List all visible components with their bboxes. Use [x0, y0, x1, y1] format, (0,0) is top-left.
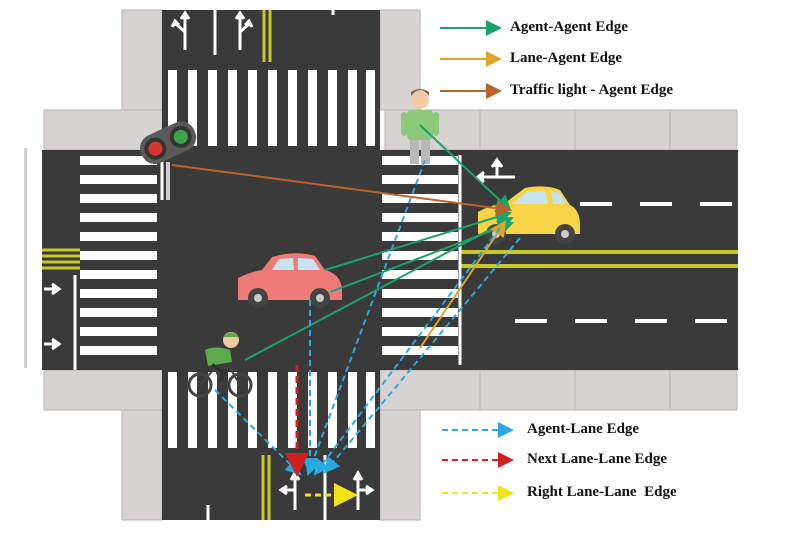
legend-lane-agent-label: Lane-Agent Edge: [510, 50, 623, 66]
legend-right-lane-lane-label: Right Lane-Lane Edge: [527, 484, 677, 500]
traffic-light-icon: [24, 121, 197, 368]
legend-agent-agent-label: Agent-Agent Edge: [510, 19, 628, 35]
arrow-south-right-icon: [352, 469, 375, 510]
crosswalk-south: [168, 372, 375, 448]
road-arrow-icons: [44, 10, 515, 510]
agent-agent-edges: [244, 124, 514, 361]
agent-lane-edges: [214, 159, 521, 476]
arrow-straight-right-icon: [234, 10, 254, 50]
sidewalks: [43, 9, 738, 521]
arrow-east-icon: [475, 157, 515, 184]
legend-bottom-arrows: [442, 422, 514, 501]
legend-agent-lane-label: Agent-Lane Edge: [527, 421, 640, 437]
arrow-straight-left-icon: [170, 10, 191, 50]
lane-markings: [42, 10, 738, 520]
cyclist-icon: [187, 332, 253, 398]
arrow-west-2-icon: [44, 337, 62, 351]
crosswalk-west: [80, 156, 157, 355]
red-car-icon: [238, 253, 342, 308]
traffic-light-agent-edge: [171, 164, 512, 217]
lane-agent-edge: [419, 220, 507, 349]
legend-top-arrows: [440, 20, 502, 99]
legend-traffic-light-agent-label: Traffic light - Agent Edge: [510, 82, 674, 98]
crosswalk-north: [168, 70, 375, 146]
arrow-west-1-icon: [44, 282, 62, 296]
legend-next-lane-lane-label: Next Lane-Lane Edge: [527, 451, 667, 467]
